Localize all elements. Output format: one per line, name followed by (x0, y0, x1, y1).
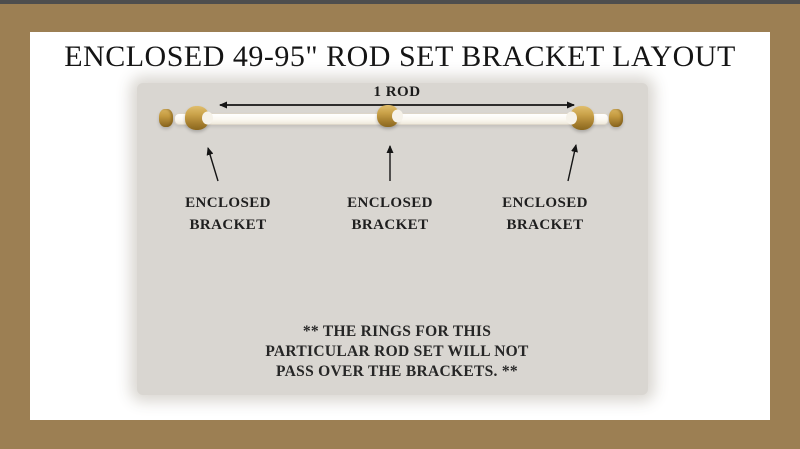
rings-note-line-2: PARTICULAR ROD SET WILL NOT (265, 343, 529, 360)
right-end-cap (609, 109, 623, 127)
diagram-title: ENCLOSED 49-95" ROD SET BRACKET LAYOUT (64, 40, 736, 73)
rings-note: ** THE RINGS FOR THIS PARTICULAR ROD SET… (237, 322, 557, 382)
right-enclosed-bracket (566, 106, 594, 130)
product-photo-panel (137, 83, 648, 395)
top-edge-strip (0, 0, 800, 4)
rod-dimension-label: 1 ROD (373, 84, 421, 100)
left-bracket-opening (202, 111, 213, 125)
left-enclosed-bracket (185, 106, 213, 130)
bracket-label-center: ENCLOSED BRACKET (347, 195, 433, 233)
center-bracket-opening (392, 109, 403, 123)
bracket-label-left: ENCLOSED BRACKET (185, 195, 271, 233)
bracket-label-right: ENCLOSED BRACKET (502, 195, 588, 233)
left-end-cap (159, 109, 173, 127)
rings-note-line-1: ** THE RINGS FOR THIS (302, 323, 492, 340)
center-enclosed-bracket (377, 105, 403, 127)
right-bracket-opening (566, 111, 577, 125)
rings-note-line-3: PASS OVER THE BRACKETS. ** (276, 363, 518, 380)
